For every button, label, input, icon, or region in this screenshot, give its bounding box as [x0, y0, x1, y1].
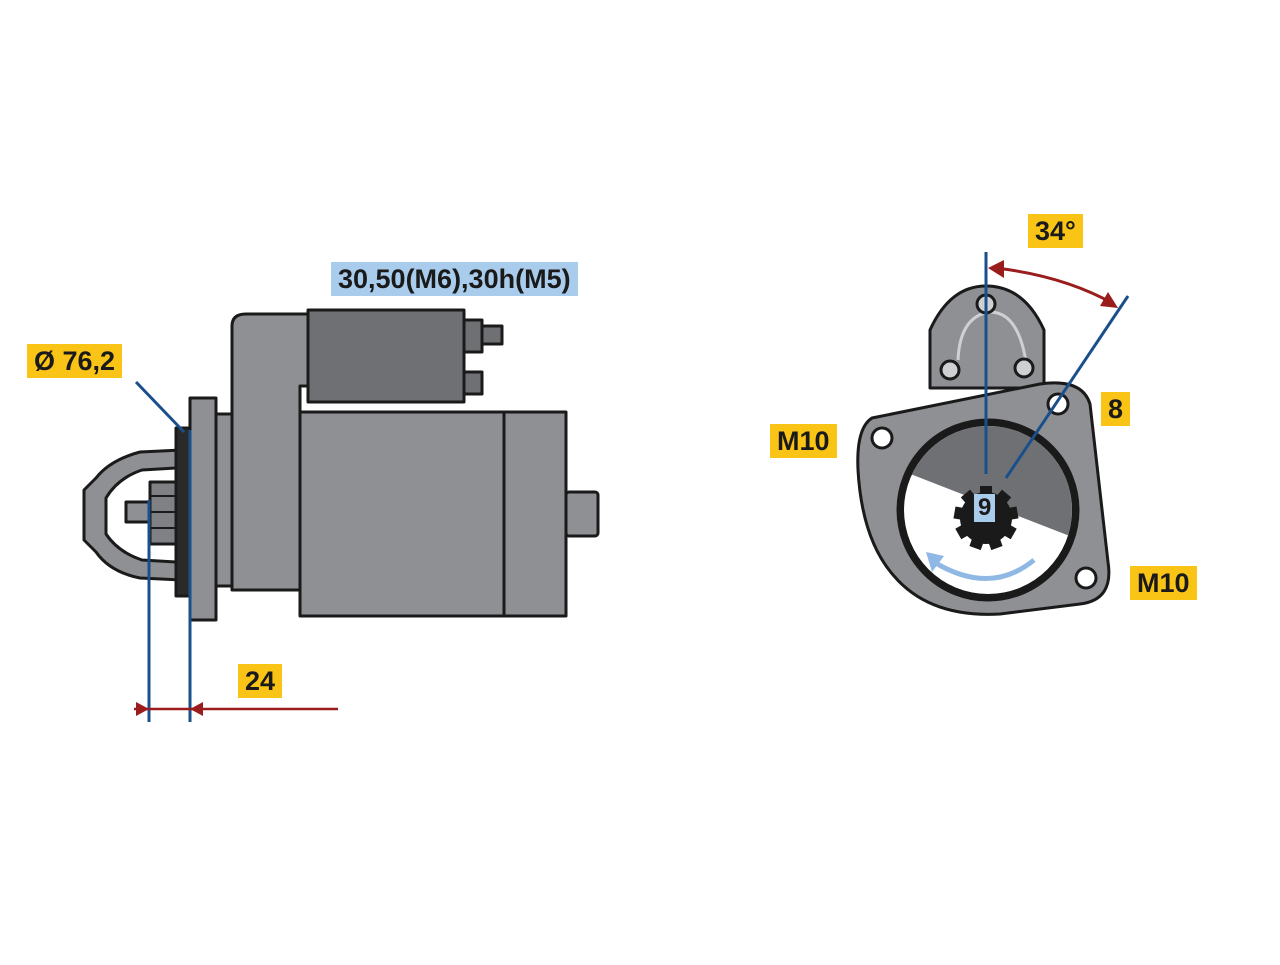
terminal-upper [462, 318, 484, 354]
terminal-upper-stud [480, 324, 504, 346]
angle-arrow-right [1100, 292, 1118, 308]
starter-front-view [856, 284, 1111, 616]
bolt-hole-left [870, 426, 894, 450]
cap-screw-left [939, 359, 961, 381]
angle-arrow-left [988, 260, 1004, 278]
solenoid [306, 308, 466, 404]
cap-screw-right [1013, 357, 1035, 379]
bolt-upper-label: M10 [770, 424, 837, 458]
pinion-offset-label: 24 [238, 664, 283, 698]
mounting-flange [188, 396, 218, 622]
flange-diameter-label: Ø 76,2 [27, 344, 123, 378]
angled-reference-line [1004, 295, 1130, 479]
bolt-hole-bottom-right [1074, 566, 1098, 590]
pinion-teeth-label: 9 [974, 494, 996, 522]
mount-angle-label: 34° [1028, 214, 1083, 248]
side-dimensions [134, 380, 338, 722]
starter-side-view [82, 308, 600, 622]
offset-arrow-left [136, 702, 149, 716]
front-dimensions [984, 252, 1130, 479]
bolt-lower-label: M10 [1130, 566, 1197, 600]
offset-arrow-right [190, 702, 203, 716]
motor-body [298, 410, 568, 618]
end-cap-stub [564, 490, 600, 538]
angle-arc [995, 266, 1115, 306]
diameter-leader [134, 380, 186, 434]
rotation-direction-arrow [926, 552, 1036, 581]
drive-housing [214, 412, 234, 588]
flange-seal [174, 426, 192, 598]
bore-shadow [904, 426, 1072, 540]
terminal-lower [462, 370, 484, 396]
solenoid-terminals-label: 30,50(M6),30h(M5) [331, 262, 578, 296]
hole-count-label: 8 [1101, 392, 1131, 426]
